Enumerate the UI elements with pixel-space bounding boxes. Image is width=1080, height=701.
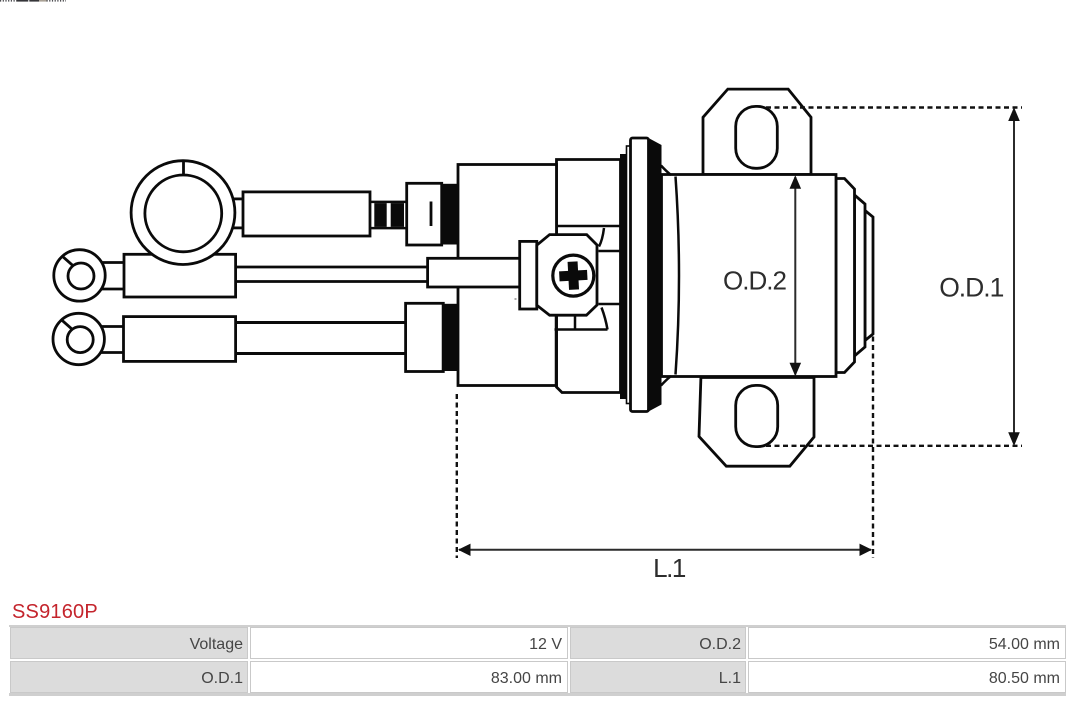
svg-text:O.D.1: O.D.1 [939,272,1003,302]
svg-text:L.1: L.1 [653,553,686,583]
svg-text:O.D.2: O.D.2 [723,266,786,296]
